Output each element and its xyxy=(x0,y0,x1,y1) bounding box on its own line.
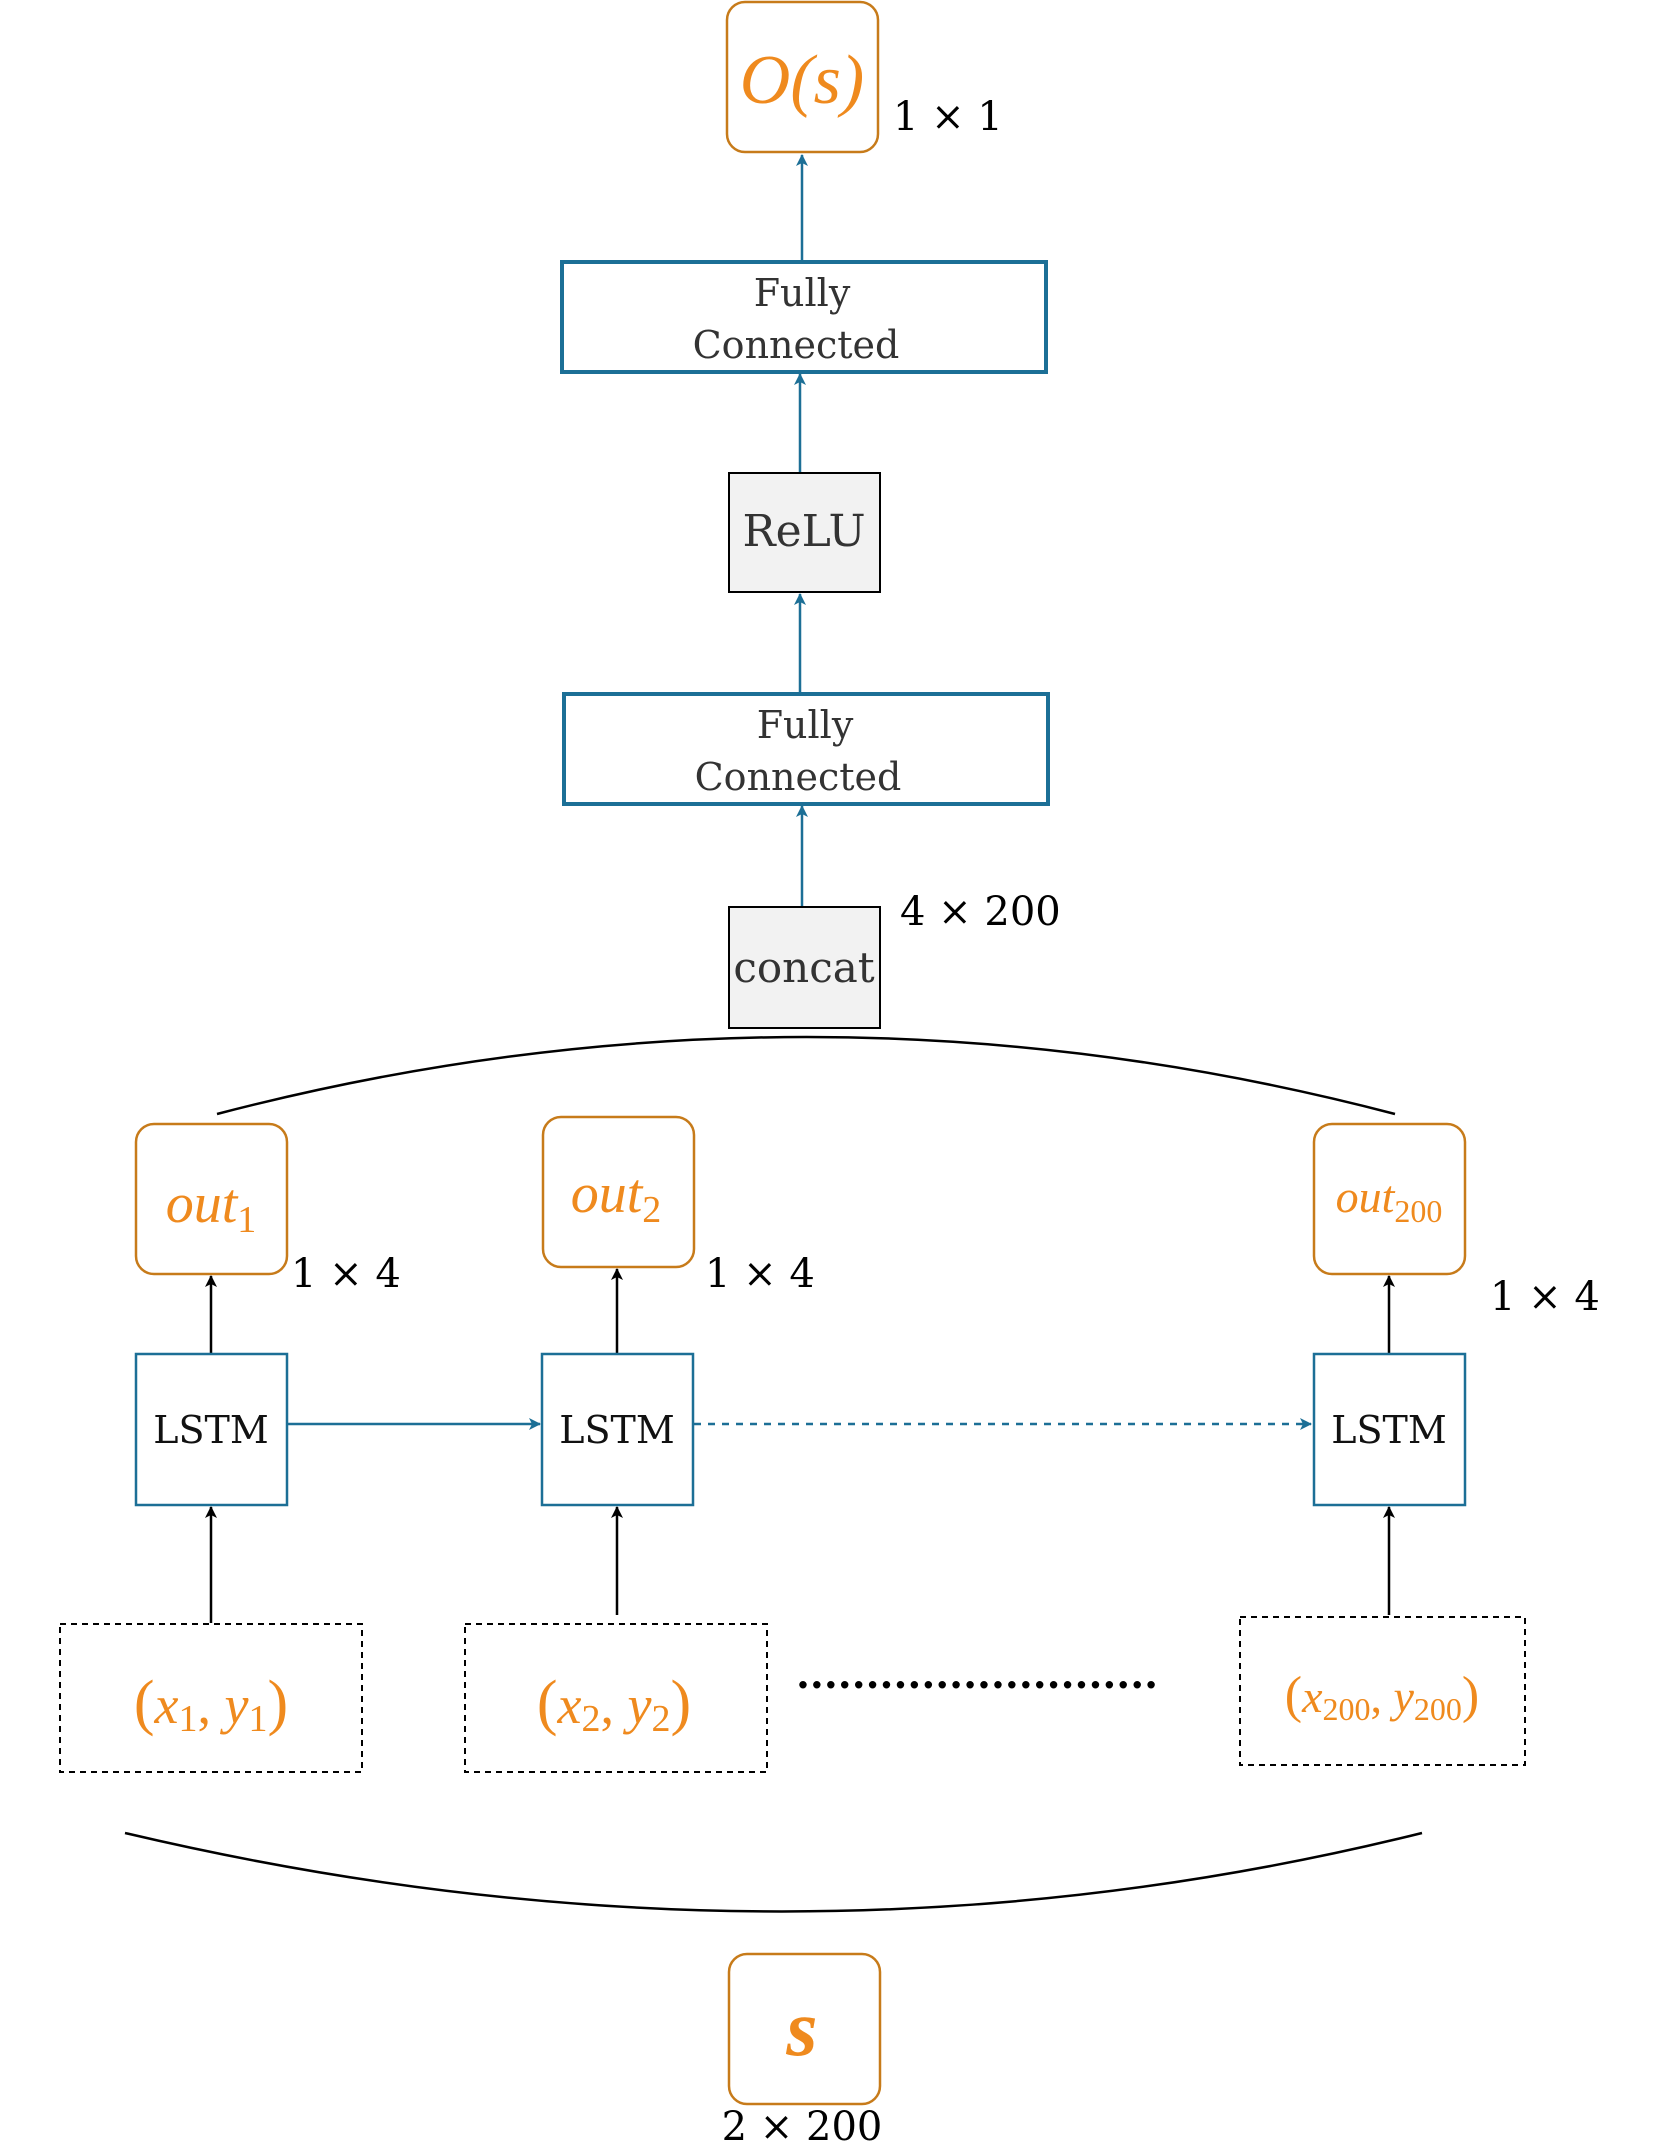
fc-bottom-line1: Fully xyxy=(757,703,854,747)
sequence-ellipsis: .......................... xyxy=(796,1651,1158,1698)
input-label-1: (x1, y1) xyxy=(134,1669,288,1740)
output-box xyxy=(725,0,880,154)
concat-node: concat xyxy=(728,906,881,1029)
out-label-1: out1 xyxy=(166,1173,257,1241)
input-seq-box xyxy=(727,1952,882,2106)
out-node-2: out2 xyxy=(541,1115,696,1269)
input-seq-node: s xyxy=(727,1952,882,2106)
output-dims: 1 × 1 xyxy=(893,94,1003,140)
fc-top-node: Fully Connected xyxy=(560,260,1048,374)
relu-box xyxy=(728,472,881,593)
fc-bottom-node: Fully Connected xyxy=(562,692,1050,806)
relu-label: ReLU xyxy=(742,506,865,557)
input-seq-label: s xyxy=(785,1985,817,2073)
concat-label: concat xyxy=(733,943,874,992)
lstm-label-2: LSTM xyxy=(559,1408,675,1452)
input-label-200: (x200, y200) xyxy=(1285,1667,1480,1727)
lstm-label-1: LSTM xyxy=(153,1408,269,1452)
fc-bottom-box xyxy=(562,692,1050,806)
lstm-cell-2: LSTM xyxy=(540,1352,695,1507)
out-dims-200: 1 × 4 xyxy=(1490,1274,1600,1320)
relu-node: ReLU xyxy=(728,472,881,593)
lstm-box-1 xyxy=(134,1352,289,1507)
lstm-cell-1: LSTM xyxy=(134,1352,289,1507)
out-box-2 xyxy=(541,1115,696,1269)
lower-brace xyxy=(124,1831,1423,1913)
input-box-200 xyxy=(1239,1616,1526,1766)
lstm-box-200 xyxy=(1312,1352,1467,1507)
lstm-cell-200: LSTM xyxy=(1312,1352,1467,1507)
lstm-box-2 xyxy=(540,1352,695,1507)
out-label-2: out2 xyxy=(571,1163,662,1231)
fc-top-line1: Fully xyxy=(754,271,851,315)
input-label-2: (x2, y2) xyxy=(537,1669,691,1740)
out-dims-1: 1 × 4 xyxy=(291,1251,401,1297)
output-node: O(s) xyxy=(725,0,880,154)
input-box-2 xyxy=(464,1623,768,1773)
input-point-2: (x2, y2) xyxy=(464,1623,768,1773)
upper-brace xyxy=(216,1035,1396,1116)
fc-top-line2: Connected xyxy=(693,323,900,367)
input-box-1 xyxy=(59,1623,363,1773)
output-label: O(s) xyxy=(740,42,864,119)
input-point-1: (x1, y1) xyxy=(59,1623,363,1773)
lstm-label-200: LSTM xyxy=(1331,1408,1447,1452)
concat-dims: 4 × 200 xyxy=(900,889,1061,935)
out-label-200: out200 xyxy=(1336,1171,1443,1229)
input-point-200: (x200, y200) xyxy=(1239,1616,1526,1766)
fc-bottom-line2: Connected xyxy=(695,755,902,799)
fc-top-box xyxy=(560,260,1048,374)
concat-box xyxy=(728,906,881,1029)
out-box-1 xyxy=(134,1122,289,1276)
input-seq-dims: 2 × 200 xyxy=(722,2104,883,2150)
out-box-200 xyxy=(1312,1122,1467,1276)
out-dims-2: 1 × 4 xyxy=(705,1251,815,1297)
out-node-1: out1 xyxy=(134,1122,289,1276)
out-node-200: out200 xyxy=(1312,1122,1467,1276)
